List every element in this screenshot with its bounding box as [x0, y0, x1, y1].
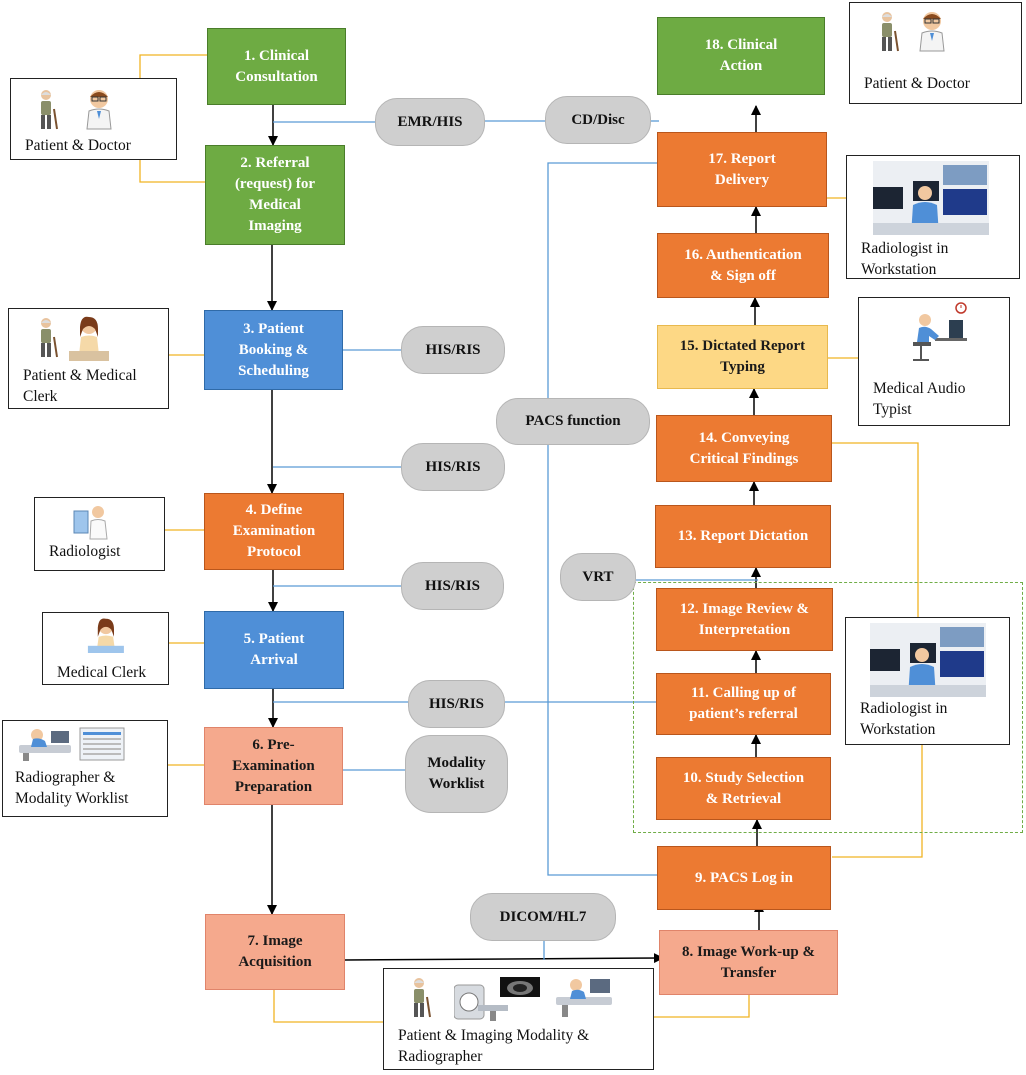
- actor-radiologist-workstation-top: Radiologist in Workstation: [846, 155, 1020, 279]
- actor-label: Radiographer & Modality Worklist: [15, 769, 129, 807]
- actor-label: Patient & Doctor: [864, 75, 970, 92]
- step-13-report-dictation[interactable]: 13. Report Dictation: [655, 505, 831, 568]
- step-11-calling-referral[interactable]: 11. Calling up of patient’s referral: [656, 673, 831, 735]
- system-cd-disc[interactable]: CD/Disc: [545, 96, 651, 144]
- system-his-ris-booking[interactable]: HIS/RIS: [401, 326, 505, 374]
- actor-label: Radiologist: [49, 543, 121, 560]
- system-dicom-hl7[interactable]: DICOM/HL7: [470, 893, 616, 941]
- actor-label: Radiologist in Workstation: [861, 240, 949, 278]
- step-4-protocol[interactable]: 4. Define Examination Protocol: [204, 493, 344, 570]
- ct-scan-icon: [500, 977, 540, 997]
- actor-label: Medical Clerk: [57, 664, 147, 681]
- actor-link-1: [139, 54, 207, 78]
- patient-icon: [882, 12, 899, 52]
- actor-link-8: [654, 995, 750, 1018]
- clerk-icon: [69, 316, 109, 361]
- actor-label: Medical Audio Typist: [873, 380, 966, 418]
- system-his-ris-protocol[interactable]: HIS/RIS: [401, 443, 505, 491]
- actor-patient-modality-radiographer: Patient & Imaging Modality & Radiographe…: [383, 968, 654, 1070]
- clerk-icon: [87, 618, 124, 653]
- step-9-pacs-login[interactable]: 9. PACS Log in: [657, 846, 831, 910]
- link-pacs-17: [547, 162, 659, 400]
- system-his-ris-arrival[interactable]: HIS/RIS: [401, 562, 504, 610]
- step-18-clinical-action[interactable]: 18. Clinical Action: [657, 17, 825, 95]
- step-2-referral[interactable]: 2. Referral (request) for Medical Imagin…: [205, 145, 345, 245]
- step-12-image-review[interactable]: 12. Image Review & Interpretation: [656, 588, 833, 651]
- actor-radiographer-worklist: Radiographer & Modality Worklist: [2, 720, 168, 817]
- doctor-icon: [86, 90, 112, 130]
- step-14-critical-findings[interactable]: 14. Conveying Critical Findings: [656, 415, 832, 482]
- step-8-workup-transfer[interactable]: 8. Image Work-up & Transfer: [659, 930, 838, 995]
- radiographer-icon: [19, 729, 71, 761]
- system-modality-worklist[interactable]: Modality Worklist: [405, 735, 508, 813]
- actor-patient-clerk: Patient & Medical Clerk: [8, 308, 169, 409]
- imaging-modality-icon: [454, 984, 508, 1021]
- system-pacs-function[interactable]: PACS function: [496, 398, 650, 445]
- actor-radiologist-workstation-mid: Radiologist in Workstation: [845, 617, 1010, 745]
- actor-medical-clerk: Medical Clerk: [42, 612, 169, 685]
- actor-label: Patient & Medical Clerk: [23, 367, 137, 405]
- doctor-icon: [919, 12, 945, 52]
- arrow-7-8: [344, 953, 664, 964]
- radiographer-icon: [556, 979, 612, 1017]
- patient-icon: [41, 90, 58, 130]
- worklist-screen-icon: [79, 727, 125, 761]
- actor-link-7: [273, 990, 383, 1023]
- actor-audio-typist: Medical Audio Typist: [858, 297, 1010, 426]
- patient-icon: [414, 978, 431, 1018]
- actor-label: Radiologist in Workstation: [860, 700, 948, 738]
- workstation-icon: [870, 623, 986, 697]
- step-10-study-selection[interactable]: 10. Study Selection & Retrieval: [656, 757, 831, 820]
- workstation-icon: [873, 161, 989, 235]
- step-6-preparation[interactable]: 6. Pre- Examination Preparation: [204, 727, 343, 805]
- system-his-ris-referral[interactable]: HIS/RIS: [408, 680, 505, 728]
- link-pacs-9: [547, 445, 659, 876]
- step-5-arrival[interactable]: 5. Patient Arrival: [204, 611, 344, 689]
- system-emr-his[interactable]: EMR/HIS: [375, 98, 485, 146]
- typist-icon: [913, 302, 967, 361]
- step-16-authentication[interactable]: 16. Authentication & Sign off: [657, 233, 829, 298]
- actor-patient-doctor-left: Patient & Doctor: [10, 78, 177, 160]
- patient-icon: [41, 318, 58, 358]
- actor-link-9: [832, 745, 923, 858]
- step-3-booking[interactable]: 3. Patient Booking & Scheduling: [204, 310, 343, 390]
- step-15-report-typing[interactable]: 15. Dictated Report Typing: [657, 325, 828, 389]
- system-vrt[interactable]: VRT: [560, 553, 636, 601]
- actor-link-2: [139, 160, 207, 183]
- actor-radiologist: Radiologist: [34, 497, 165, 571]
- actor-link-14: [832, 442, 919, 617]
- actor-label: Patient & Doctor: [25, 137, 131, 154]
- step-7-acquisition[interactable]: 7. Image Acquisition: [205, 914, 345, 990]
- review-group-outline: [633, 582, 1023, 833]
- step-17-report-delivery[interactable]: 17. Report Delivery: [657, 132, 827, 207]
- actor-label: Patient & Imaging Modality & Radiographe…: [398, 1027, 590, 1065]
- radiologist-icon: [73, 506, 108, 540]
- step-1-clinical-consultation[interactable]: 1. Clinical Consultation: [207, 28, 346, 105]
- actor-patient-doctor-right: Patient & Doctor: [849, 2, 1022, 104]
